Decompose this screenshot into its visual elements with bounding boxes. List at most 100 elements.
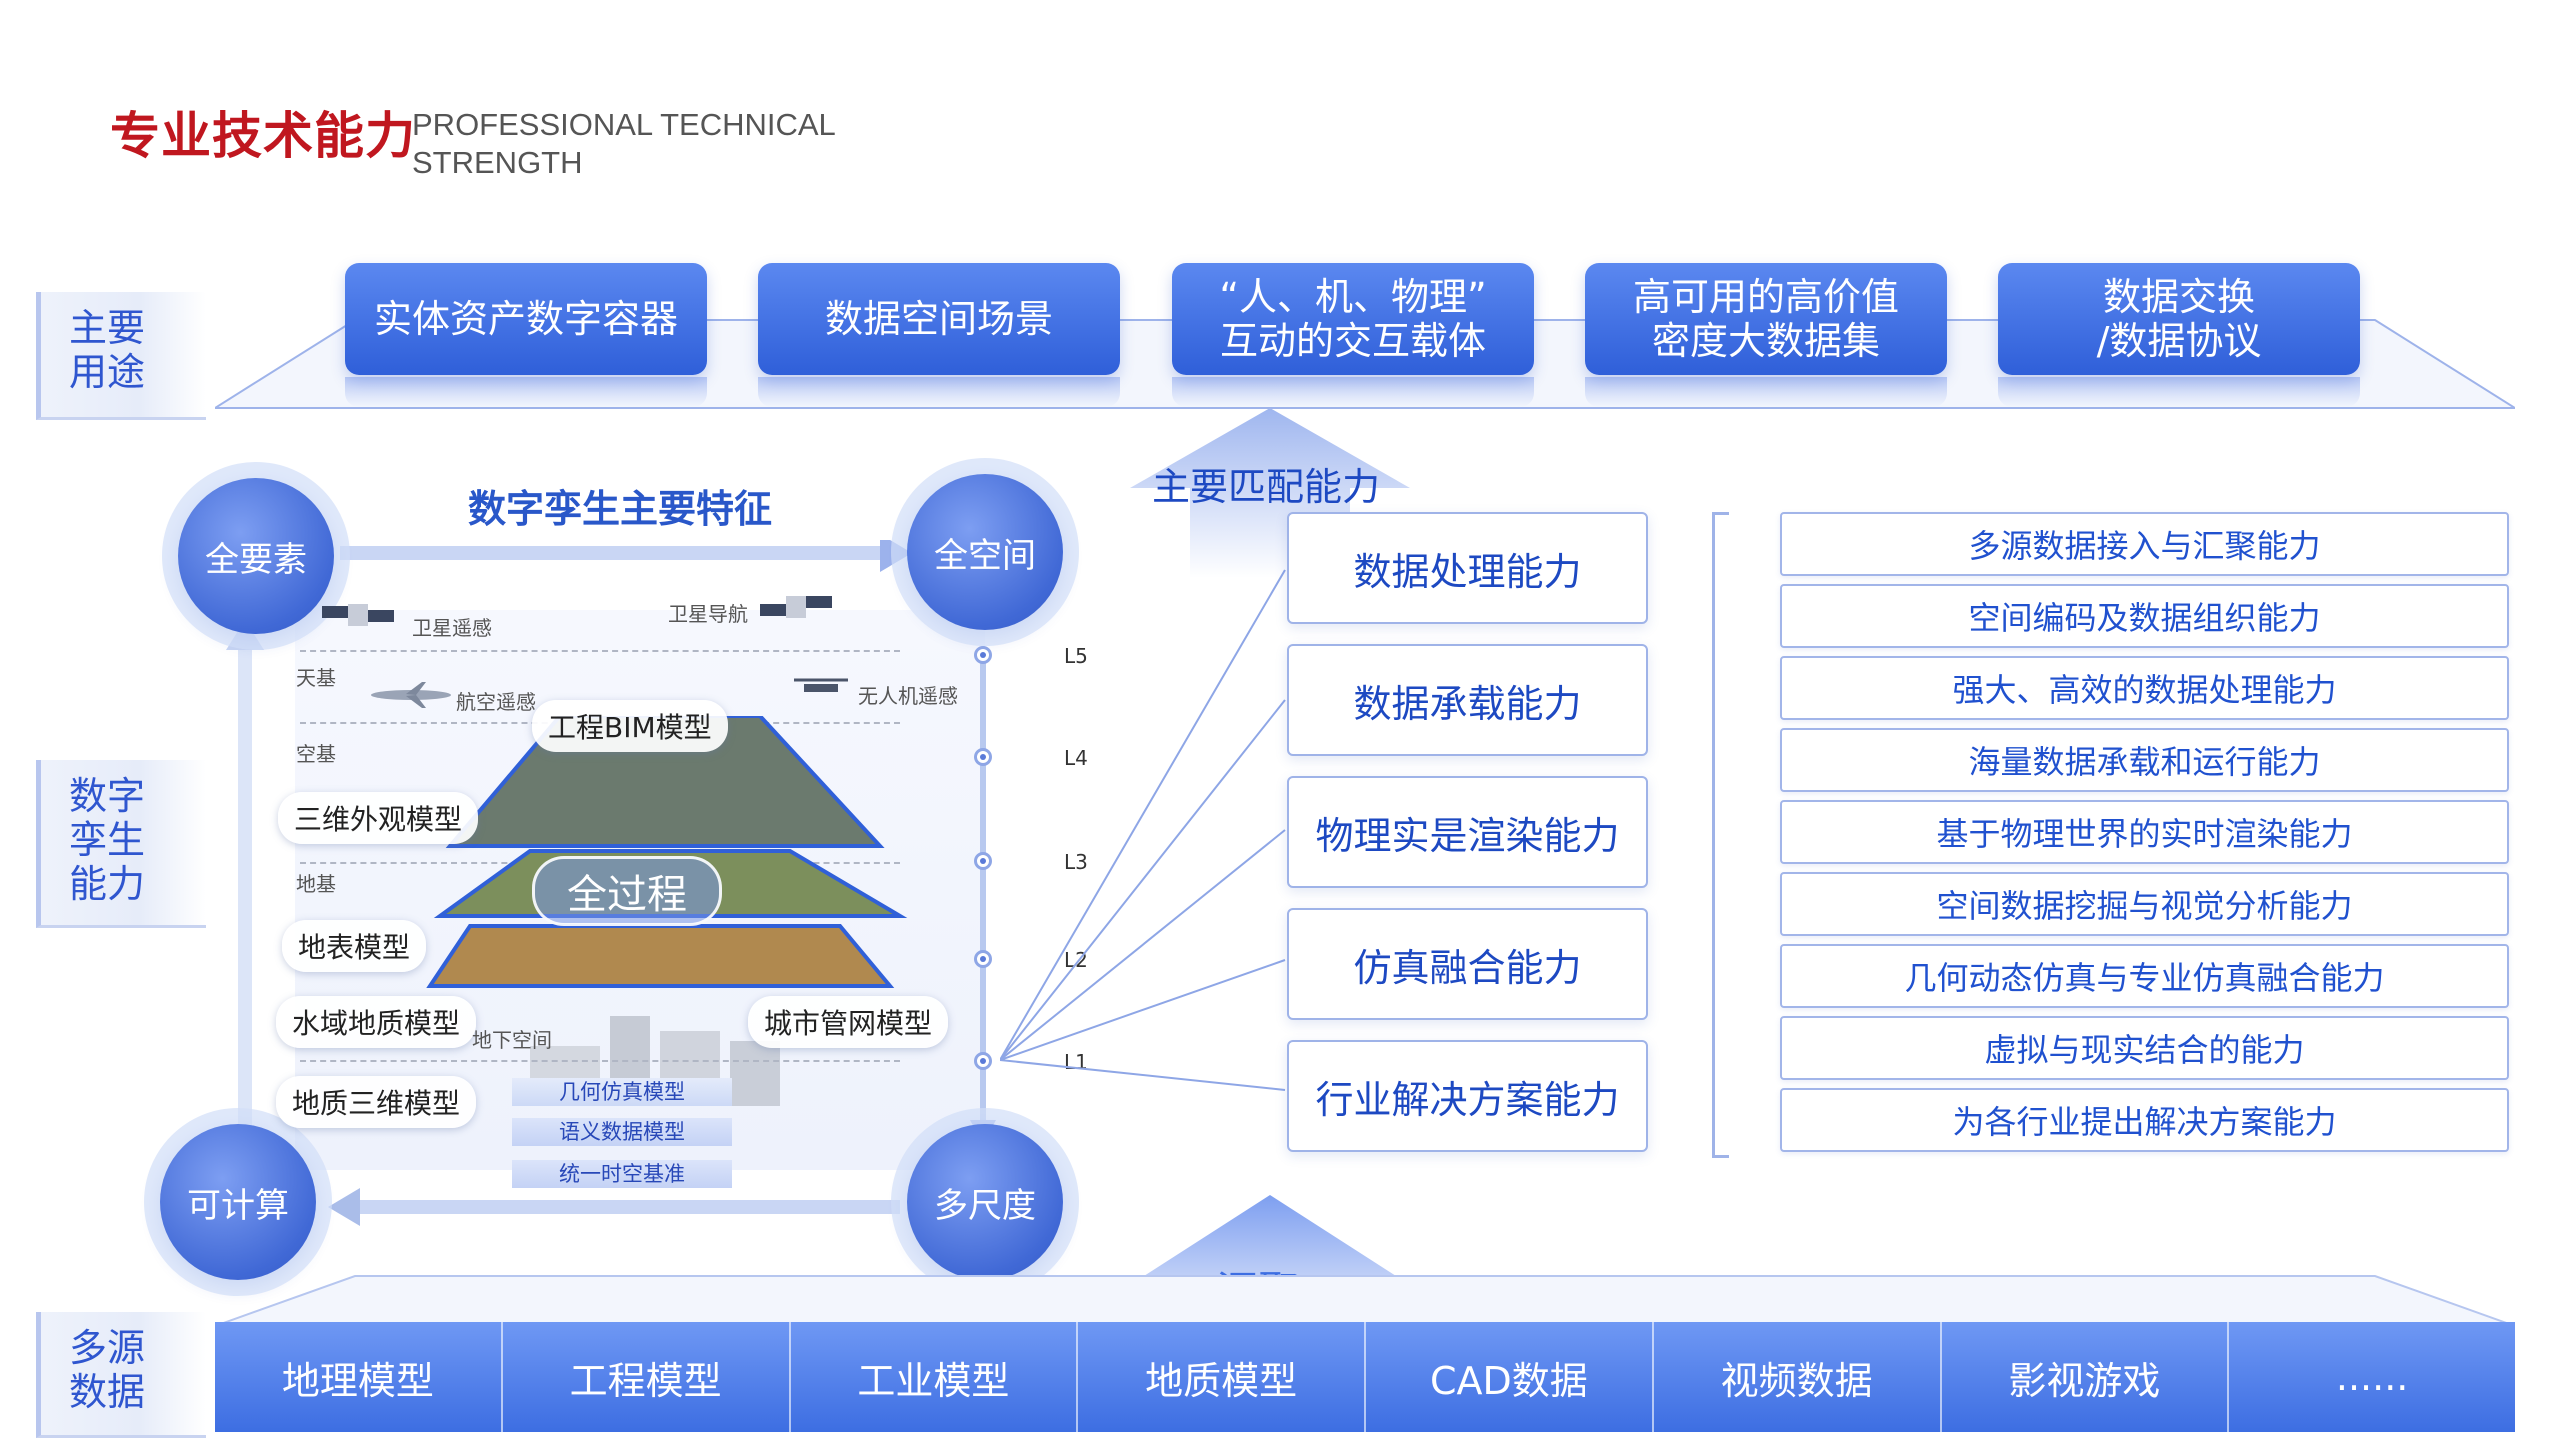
purpose-reflection (345, 377, 707, 407)
stack-label-semantic: 语义数据模型 (512, 1118, 732, 1146)
stack-label-baseline: 统一时空基准 (512, 1160, 732, 1188)
purpose-reflection (1585, 377, 1947, 407)
circle-computable: 可计算 (160, 1124, 316, 1280)
purpose-reflection (758, 377, 1120, 407)
source-cell: CAD数据 (1366, 1322, 1654, 1432)
purpose-4-line2: 密度大数据集 (1651, 319, 1880, 363)
model-label: 三维外观模型 (278, 792, 479, 844)
purpose-5-line2: /数据协议 (2096, 319, 2262, 363)
subtitle-line-2: STRENGTH (412, 145, 583, 180)
circle-label: 多尺度 (934, 1185, 1036, 1226)
twin-features-title: 数字孪生主要特征 (468, 487, 773, 531)
side-tab-twin-line3: 能力 (69, 862, 146, 906)
purpose-card-4: 高可用的高价值密度大数据集 (1585, 263, 1947, 375)
source-cell: 影视游戏 (1942, 1322, 2230, 1432)
capability-card: 物理实是渲染能力 (1287, 776, 1648, 888)
layer-divider (300, 1060, 900, 1062)
level-label: L2 (1064, 948, 1088, 972)
circle-label: 全要素 (205, 539, 307, 580)
detail-item: 几何动态仿真与专业仿真融合能力 (1780, 944, 2509, 1008)
source-cell: 地理模型 (215, 1322, 503, 1432)
layer-label: 天基 (296, 666, 336, 690)
source-cell: 地质模型 (1078, 1322, 1366, 1432)
side-tab-source: 多源 数据 (36, 1312, 206, 1438)
page-title: 专业技术能力 (110, 107, 416, 165)
model-label: 工程BIM模型 (532, 700, 728, 752)
level-label: L4 (1064, 746, 1088, 770)
side-tab-source-line1: 多源 (69, 1326, 146, 1370)
drone-icon (794, 678, 848, 692)
layer-label: 地下空间 (472, 1028, 552, 1052)
satellite-icon (760, 596, 832, 618)
side-tab-purpose: 主要 用途 (36, 292, 206, 420)
purpose-card-2: 数据空间场景 (758, 263, 1120, 375)
detail-item: 多源数据接入与汇聚能力 (1780, 512, 2509, 576)
side-tab-purpose-line1: 主要 (69, 306, 146, 350)
level-dot (974, 646, 992, 664)
sensing-label: 卫星遥感 (412, 616, 492, 640)
twin-arrows (226, 540, 996, 1226)
airplane-icon (371, 682, 451, 708)
circle-label: 可计算 (187, 1185, 289, 1226)
side-tab-twin: 数字 孪生 能力 (36, 760, 206, 928)
page-subtitle: PROFESSIONAL TECHNICAL STRENGTH (412, 106, 836, 182)
source-cell: 视频数据 (1654, 1322, 1942, 1432)
circle-label: 全空间 (934, 535, 1036, 576)
source-cell: ...... (2335, 1355, 2409, 1399)
model-label: 地表模型 (282, 920, 427, 972)
layer-label: 地基 (296, 872, 336, 896)
layer-divider (300, 650, 900, 652)
source-cell: 工业模型 (791, 1322, 1079, 1432)
purpose-card-1: 实体资产数字容器 (345, 263, 707, 375)
purpose-3-line1: “人、机、物理” (1219, 275, 1487, 319)
detail-item: 为各行业提出解决方案能力 (1780, 1088, 2509, 1152)
circle-all-elements: 全要素 (178, 478, 334, 634)
bracket (1712, 512, 1729, 1158)
detail-item: 基于物理世界的实时渲染能力 (1780, 800, 2509, 864)
purpose-reflection (1998, 377, 2360, 407)
model-label: 地质三维模型 (276, 1076, 477, 1128)
matching-label: 主要匹配能力 (1152, 465, 1381, 509)
model-label: 水域地质模型 (276, 996, 477, 1048)
sensing-label: 卫星导航 (668, 602, 748, 626)
capability-card: 仿真融合能力 (1287, 908, 1648, 1020)
capability-card: 行业解决方案能力 (1287, 1040, 1648, 1152)
purpose-4-line1: 高可用的高价值 (1632, 275, 1899, 319)
level-label: L5 (1064, 644, 1088, 668)
level-dot (974, 950, 992, 968)
side-tab-source-line2: 数据 (69, 1370, 146, 1414)
detail-item: 强大、高效的数据处理能力 (1780, 656, 2509, 720)
detail-item: 虚拟与现实结合的能力 (1780, 1016, 2509, 1080)
detail-item: 海量数据承载和运行能力 (1780, 728, 2509, 792)
purpose-reflection (1172, 377, 1534, 407)
purpose-card-3: “人、机、物理”互动的交互载体 (1172, 263, 1534, 375)
side-tab-twin-line1: 数字 (69, 774, 146, 818)
purpose-5-line1: 数据交换 (2102, 275, 2255, 319)
full-process-label: 全过程 (567, 872, 687, 918)
level-dot (974, 748, 992, 766)
purpose-3-line2: 互动的交互载体 (1219, 319, 1486, 363)
connector-lines (1000, 569, 1286, 1091)
side-tab-purpose-line2: 用途 (69, 350, 146, 394)
side-tab-twin-line2: 孪生 (69, 818, 146, 862)
full-process-badge: 全过程 (532, 856, 722, 926)
level-dot (974, 1052, 992, 1070)
model-label: 城市管网模型 (748, 996, 949, 1048)
detail-item: 空间编码及数据组织能力 (1780, 584, 2509, 648)
capability-card: 数据处理能力 (1287, 512, 1648, 624)
sensing-label: 无人机遥感 (858, 684, 958, 708)
layer-label: 空基 (296, 742, 336, 766)
subtitle-line-1: PROFESSIONAL TECHNICAL (412, 107, 836, 142)
purpose-2-line1: 数据空间场景 (824, 297, 1053, 341)
level-dot (974, 852, 992, 870)
purpose-card-5: 数据交换/数据协议 (1998, 263, 2360, 375)
satellite-icon (322, 604, 394, 626)
source-platform (215, 1275, 2515, 1326)
level-label: L3 (1064, 850, 1088, 874)
source-cell: 工程模型 (503, 1322, 791, 1432)
detail-item: 空间数据挖掘与视觉分析能力 (1780, 872, 2509, 936)
circle-all-space: 全空间 (907, 474, 1063, 630)
capability-card: 数据承载能力 (1287, 644, 1648, 756)
data-source-bar: 地理模型 工程模型 工业模型 地质模型 CAD数据 视频数据 影视游戏 ....… (215, 1322, 2515, 1432)
stack-label-geometry: 几何仿真模型 (512, 1078, 732, 1106)
